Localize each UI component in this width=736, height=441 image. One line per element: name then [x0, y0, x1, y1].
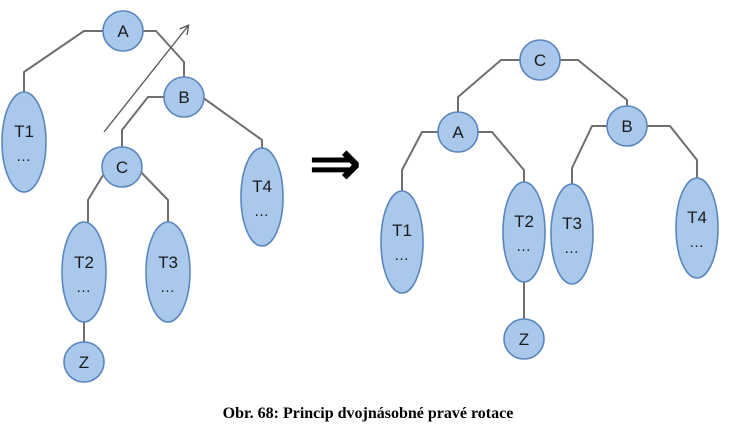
- edge-b-c: [121, 96, 166, 150]
- after-tree: C A B Z T1 … T2 … T: [380, 39, 719, 360]
- edge-c-t2: [87, 166, 109, 222]
- node-z-after: Z: [503, 318, 545, 360]
- subtree-t2-after-dots: …: [516, 238, 532, 255]
- double-right-rotation-diagram: A B C Z T1 … T4 … T: [1, 10, 719, 383]
- subtree-t2-label: T2: [74, 253, 94, 272]
- subtree-t4-after-dots: …: [689, 234, 705, 251]
- subtree-t4-dots: …: [254, 203, 270, 220]
- subtree-t3-after-label: T3: [562, 214, 582, 233]
- subtree-t3-after: T3 …: [550, 183, 594, 285]
- node-c-root-label: C: [534, 51, 546, 70]
- subtree-t2-after: T2 …: [502, 181, 546, 283]
- node-a: A: [102, 10, 144, 52]
- subtree-t4: T4 …: [240, 147, 284, 247]
- node-a-label: A: [117, 22, 129, 41]
- subtree-t3-after-dots: …: [564, 240, 580, 257]
- node-b-label: B: [178, 88, 189, 107]
- subtree-t1-after-dots: …: [394, 247, 410, 264]
- edge-c-b: [559, 59, 628, 108]
- subtree-t1-after: T1 …: [380, 190, 424, 294]
- subtree-t4-after-label: T4: [687, 208, 707, 227]
- subtree-t1-after-label: T1: [392, 221, 412, 240]
- node-z: Z: [63, 341, 105, 383]
- edge-b-t4: [201, 96, 263, 148]
- node-z-after-label: Z: [519, 330, 529, 349]
- edge-b-t3: [571, 125, 609, 184]
- rotation-direction-arrow: [103, 26, 188, 133]
- subtree-t2-after-label: T2: [514, 212, 534, 231]
- subtree-t3-dots: …: [160, 279, 176, 296]
- edge-a-t2-after: [476, 131, 525, 182]
- edge-a-t1: [23, 30, 104, 92]
- subtree-t1: T1 …: [1, 91, 47, 193]
- node-c-label: C: [116, 158, 128, 177]
- subtree-t3-label: T3: [158, 253, 178, 272]
- subtree-t2: T2 …: [61, 221, 107, 323]
- transform-arrow: ⇒: [308, 127, 362, 201]
- node-a-after-label: A: [452, 123, 464, 142]
- edge-c-t3: [135, 166, 169, 222]
- subtree-t1-label: T1: [14, 122, 34, 141]
- subtree-t2-dots: …: [76, 279, 92, 296]
- edge-b-t4-after: [645, 125, 698, 178]
- subtree-t3: T3 …: [145, 221, 191, 323]
- subtree-t4-label: T4: [252, 177, 272, 196]
- node-b-after: B: [606, 105, 648, 147]
- node-c: C: [101, 146, 143, 188]
- subtree-t1-dots: …: [16, 148, 32, 165]
- figure-caption: Obr. 68: Princip dvojnásobné pravé rotac…: [222, 405, 514, 422]
- edge-c-a: [457, 59, 521, 115]
- edge-a-t1-after: [401, 131, 440, 192]
- edge-a-b: [142, 30, 185, 80]
- node-b-after-label: B: [621, 117, 632, 136]
- before-tree: A B C Z T1 … T4 … T: [1, 10, 284, 383]
- node-z-label: Z: [79, 353, 89, 372]
- node-a-after: A: [437, 111, 479, 153]
- subtree-t4-after: T4 …: [675, 177, 719, 279]
- node-c-root: C: [519, 39, 561, 81]
- node-b: B: [163, 76, 205, 118]
